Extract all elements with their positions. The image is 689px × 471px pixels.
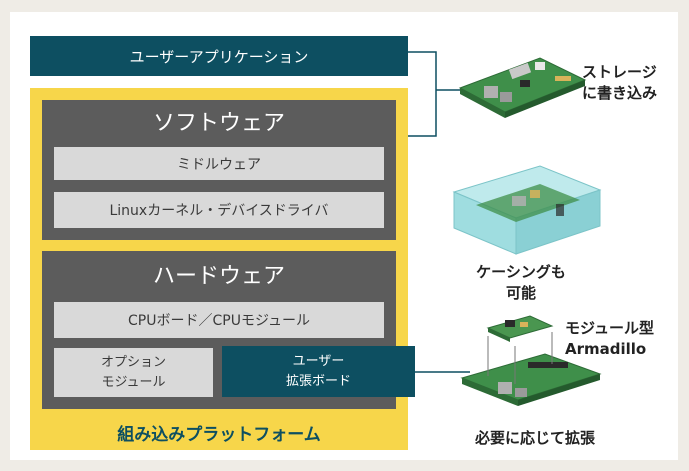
user-expansion-board-label: ユーザー 拡張ボード <box>285 353 351 389</box>
option-module-box: オプション モジュール <box>54 348 213 397</box>
user-expansion-board-box: ユーザー 拡張ボード <box>222 346 415 397</box>
expand-as-needed-label: 必要に応じて拡張 <box>474 429 595 447</box>
user-application-box: ユーザーアプリケーション <box>30 36 408 76</box>
platform-label: 組み込みプラットフォーム <box>117 424 321 445</box>
hardware-title: ハードウェア <box>152 264 285 289</box>
kernel-driver-box: Linuxカーネル・デバイスドライバ <box>54 192 384 228</box>
option-module-label: オプション モジュール <box>100 354 166 390</box>
module-armadillo-label: モジュール型 Armadillo <box>565 319 654 358</box>
cpu-board-box: CPUボード／CPUモジュール <box>54 302 384 338</box>
software-title: ソフトウェア <box>152 111 285 136</box>
user-application-label: ユーザーアプリケーション <box>129 47 309 66</box>
casing-label: ケーシングも 可能 <box>476 263 566 302</box>
storage-write-label: ストレージ に書き込み <box>582 63 658 102</box>
cpu-board-label: CPUボード／CPUモジュール <box>128 313 310 329</box>
middleware-label: ミドルウェア <box>177 156 261 173</box>
kernel-driver-label: Linuxカーネル・デバイスドライバ <box>109 203 329 219</box>
middleware-box: ミドルウェア <box>54 147 384 180</box>
